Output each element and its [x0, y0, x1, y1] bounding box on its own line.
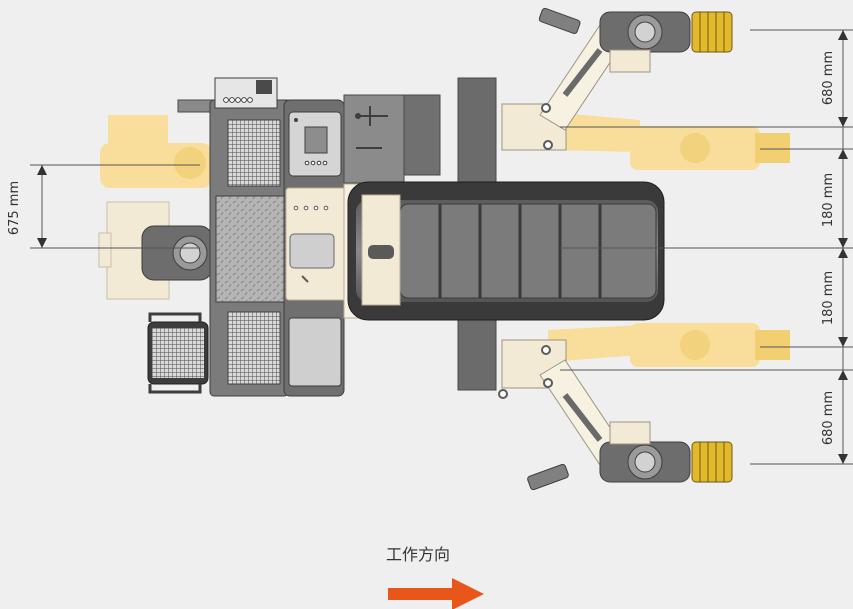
lower-arm: [498, 339, 733, 491]
left-drum: [147, 312, 209, 394]
lower-drum: [691, 441, 733, 483]
dim-label-left: 675 mm: [7, 181, 22, 235]
direction-arrow: [388, 578, 484, 609]
upper-arm: [501, 7, 733, 151]
battery-cover: [288, 317, 342, 387]
dimension-lines: [30, 29, 853, 465]
upper-drum: [691, 11, 733, 53]
dim-label-right-mid-upper: 180 mm: [821, 173, 836, 227]
left-outrigger: [98, 201, 213, 300]
direction-label: 工作方向: [386, 545, 451, 564]
outrigger-tab: [98, 232, 112, 268]
vent-grille-bottom: [227, 311, 281, 385]
ghost-positions: [100, 112, 790, 367]
ghost-left-hub: [174, 147, 206, 179]
dim-label-right-top: 680 mm: [821, 51, 836, 105]
dim-label-right-bottom: 680 mm: [821, 391, 836, 445]
ghost-upper-arm: [548, 112, 790, 170]
main-track: [347, 181, 665, 321]
tread-plate: [215, 195, 285, 303]
ghost-lower-arm: [548, 323, 790, 367]
vent-grille-top: [227, 119, 281, 187]
dim-label-right-mid-lower: 180 mm: [821, 271, 836, 325]
machine-body: [177, 77, 497, 397]
